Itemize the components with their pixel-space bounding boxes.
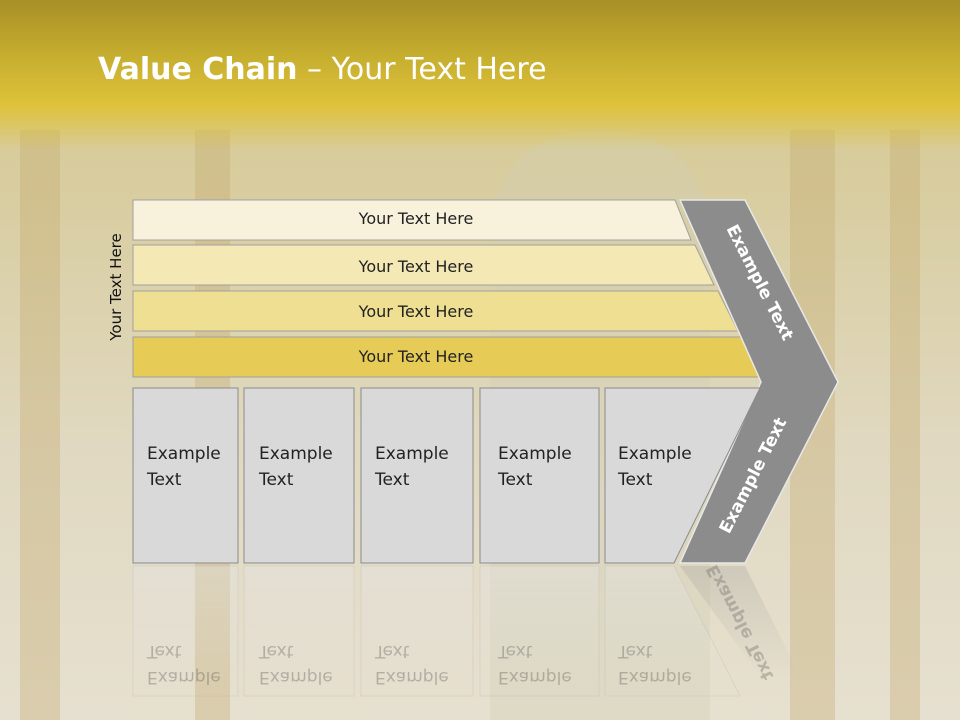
reflection-label: Text [497, 641, 533, 661]
box-2: Example Text [243, 387, 355, 564]
reflection [132, 565, 800, 697]
bar-1: Your Text Here [132, 199, 692, 241]
reflection-label: Text [374, 641, 410, 661]
title-bar [0, 0, 960, 150]
reflection-label: Text [258, 641, 294, 661]
reflection-label: Example [259, 667, 333, 687]
reflection-label: Example [147, 667, 221, 687]
bg-post [20, 130, 60, 720]
bar-4: Your Text Here [132, 336, 763, 378]
reflection-label: Example [618, 667, 692, 687]
box-4-line2: Text [497, 470, 533, 490]
box-3: Example Text [360, 387, 474, 564]
box-1: Example Text [132, 387, 239, 564]
page-title: Value Chain – Your Text Here [98, 52, 547, 87]
box-1-line1: Example [147, 444, 221, 464]
box-3-line1: Example [375, 444, 449, 464]
chevron-arrow: Example Text Example Text [678, 199, 839, 564]
box-3-line2: Text [374, 470, 410, 490]
reflection-label: Example [375, 667, 449, 687]
box-2-line2: Text [258, 470, 294, 490]
bar-4-label: Your Text Here [358, 347, 474, 366]
bar-2: Your Text Here [132, 244, 715, 286]
box-5: Example Text [604, 387, 761, 564]
bar-2-label: Your Text Here [358, 257, 474, 276]
bar-3-label: Your Text Here [358, 302, 474, 321]
reflection-label: Example [498, 667, 572, 687]
box-1-line2: Text [146, 470, 182, 490]
title-bold: Value Chain [98, 52, 298, 87]
bar-1-label: Your Text Here [358, 209, 474, 228]
box-5-line1: Example [618, 444, 692, 464]
box-4: Example Text [479, 387, 600, 564]
box-2-line1: Example [259, 444, 333, 464]
bg-post [890, 130, 920, 720]
reflection-label: Text [146, 641, 182, 661]
box-5-line2: Text [617, 470, 653, 490]
title-rest: – Your Text Here [297, 52, 547, 87]
reflection-label: Text [617, 641, 653, 661]
box-4-line1: Example [498, 444, 572, 464]
bar-3: Your Text Here [132, 290, 739, 332]
